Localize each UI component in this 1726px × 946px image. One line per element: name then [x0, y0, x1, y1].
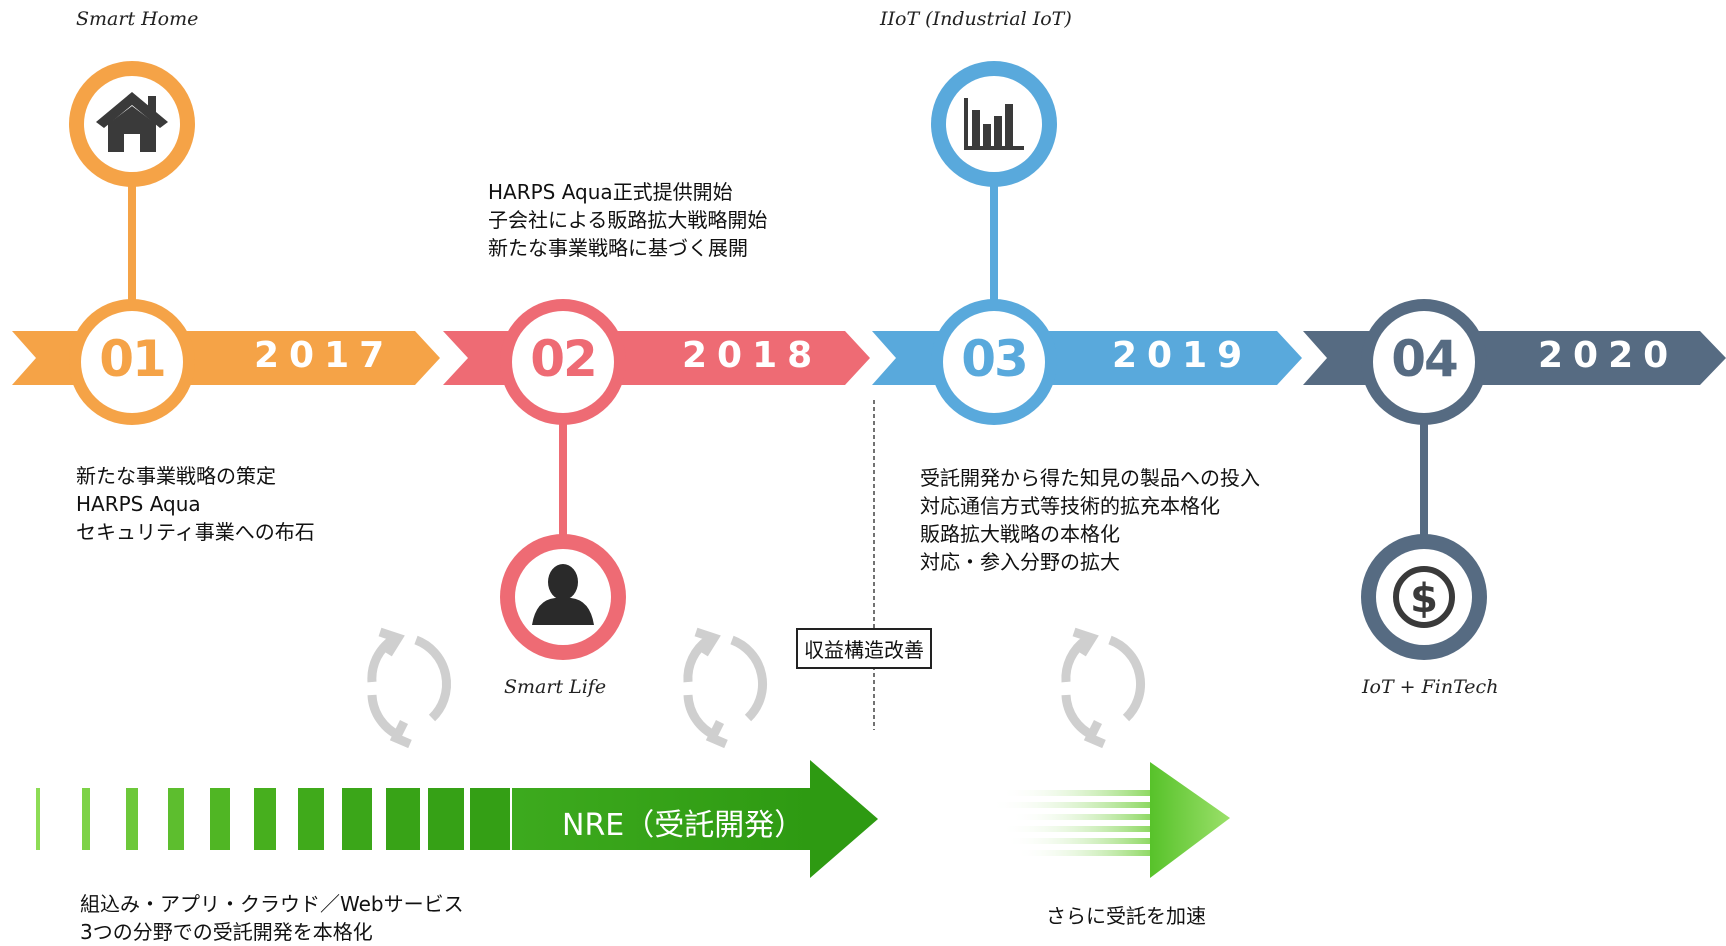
stage-4-stem — [1420, 410, 1428, 560]
stage-2-notes: HARPS Aqua正式提供開始 子会社による販路拡大戦略開始 新たな事業戦略に… — [488, 180, 768, 260]
stage-3 — [872, 61, 1302, 425]
stage-1-stem — [128, 155, 136, 315]
stage-1-number: 01 — [99, 330, 167, 388]
house-icon — [96, 92, 168, 152]
stage-1-tag: Smart Home — [76, 8, 199, 30]
stage-3-stem — [990, 155, 998, 315]
cycle-icon-2 — [683, 627, 768, 749]
stage-1-year: 2017 — [254, 335, 395, 376]
stage-2-year: 2018 — [682, 335, 823, 376]
stage-1-notes: 新たな事業戦略の策定 HARPS Aqua セキュリティ事業への布石 — [76, 464, 315, 544]
stage-4: $ — [1303, 299, 1726, 660]
stage-3-notes: 受託開発から得た知見の製品への投入 対応通信方式等技術的拡充本格化 販路拡大戦略… — [920, 466, 1260, 574]
stage-3-year: 2019 — [1112, 335, 1253, 376]
stage-1 — [12, 61, 440, 425]
stage-4-tag: IoT + FinTech — [1362, 676, 1499, 698]
bottom-left-text: 組込み・アプリ・クラウド／Webサービス 3つの分野での受託開発を本格化 — [80, 892, 464, 944]
cycle-icon-1 — [367, 627, 452, 749]
person-icon — [532, 564, 594, 625]
stage-2-tag: Smart Life — [504, 676, 607, 698]
stage-3-tag: IIoT (Industrial IoT) — [880, 8, 1072, 30]
stage-4-year: 2020 — [1538, 335, 1679, 376]
stage-3-year-band — [1010, 331, 1302, 385]
stage-1-number-inner — [81, 311, 183, 413]
stage-4-year-band — [1441, 331, 1726, 385]
stage-1-year-band — [150, 331, 440, 385]
stage-4-icon-inner — [1376, 549, 1472, 645]
speed-arrow — [990, 762, 1230, 878]
stage-2 — [443, 299, 870, 660]
stage-4-number: 04 — [1391, 330, 1459, 388]
nre-arrow — [36, 760, 878, 878]
stage-4-number-inner — [1373, 311, 1475, 413]
stage-2-stem — [559, 410, 567, 560]
cycle-icon-3 — [1061, 627, 1146, 749]
milestone-box: 収益構造改善 — [796, 628, 932, 669]
bar-chart-icon — [964, 98, 1024, 150]
nre-label: NRE（受託開発） — [562, 808, 805, 843]
bottom-right-text: さらに受託を加速 — [1046, 904, 1206, 928]
stage-3-number: 03 — [961, 330, 1029, 388]
stage-2-year-band — [580, 331, 870, 385]
svg-text:$: $ — [1410, 576, 1438, 622]
stage-2-number: 02 — [530, 330, 598, 388]
dollar-coin-icon: $ — [1393, 566, 1455, 628]
stage-3-number-inner — [943, 311, 1045, 413]
stage-2-number-inner — [512, 311, 614, 413]
